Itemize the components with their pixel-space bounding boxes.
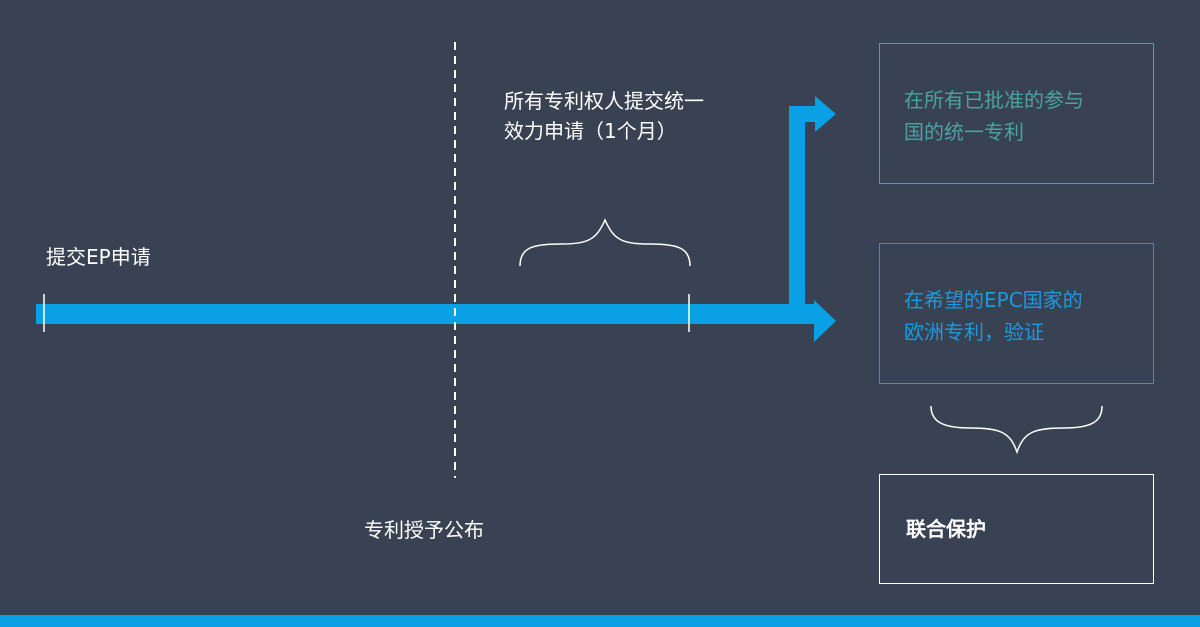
unitary-patent-box: 在所有已批准的参与 国的统一专利 [879, 43, 1154, 184]
grant-publication-label: 专利授予公布 [364, 518, 484, 542]
combined-brace [930, 405, 1103, 455]
branch-horizontal [789, 106, 817, 122]
unitary-request-line1: 所有专利权人提交统一 [504, 89, 704, 113]
european-patent-line2: 欧洲专利，验证 [904, 320, 1044, 344]
european-patent-line1: 在希望的EPC国家的 [904, 288, 1083, 312]
arrow-head-european [814, 300, 836, 342]
european-patent-box: 在希望的EPC国家的 欧洲专利，验证 [879, 243, 1154, 384]
combined-protection-label: 联合保护 [906, 517, 986, 541]
combined-protection-box: 联合保护 [879, 474, 1154, 584]
bottom-accent-band [0, 615, 1200, 627]
unitary-patent-line2: 国的统一专利 [904, 120, 1024, 144]
arrow-head-unitary [815, 96, 836, 132]
unitary-request-line2: 效力申请（1个月） [504, 119, 677, 143]
unitary-patent-line1: 在所有已批准的参与 [904, 88, 1084, 112]
period-brace [519, 218, 691, 267]
timeline-bar [36, 304, 816, 324]
unitary-request-label: 所有专利权人提交统一 效力申请（1个月） [504, 86, 704, 146]
submit-application-label: 提交EP申请 [46, 245, 151, 269]
branch-vertical [789, 106, 805, 314]
